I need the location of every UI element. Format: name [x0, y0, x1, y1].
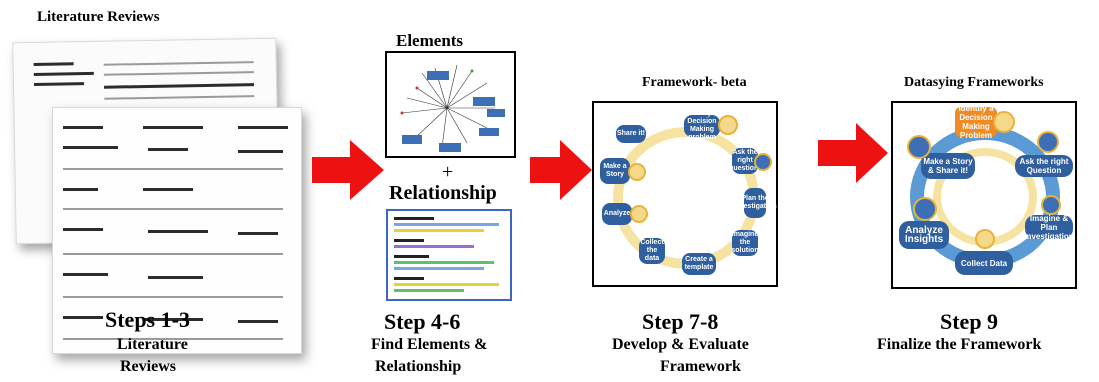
final-node-plan-icon — [1041, 195, 1061, 215]
final-node-ask: Ask the right Question — [1015, 155, 1073, 177]
final-node-identify: Identify a Decision Making Problem — [955, 104, 997, 140]
final-node-imagine: Imagine & Plan Investigation — [1024, 213, 1074, 241]
final-framework-diagram: Identify a Decision Making Problem Ask t… — [891, 101, 1077, 289]
step-7-8-desc-line2: Framework — [660, 358, 741, 375]
elements-header: Elements — [396, 31, 464, 50]
final-node-collect-icon — [975, 229, 995, 249]
fw-node-story-icon — [628, 163, 646, 181]
relationship-header: Relationship — [389, 182, 497, 204]
fw-node-imagine: Imagine the solution — [731, 230, 759, 256]
step-4-6-desc-line2: Relationship — [375, 358, 462, 375]
step-4-6-label: Step 4-6 — [384, 309, 461, 334]
arrow-1 — [312, 140, 384, 200]
fw-node-plan: Plan the Investigation — [733, 188, 777, 218]
relationship-text-image — [386, 209, 512, 301]
step-1-3-label: Steps 1-3 — [105, 307, 190, 332]
fw-node-share: Share it! — [616, 125, 646, 143]
fw-node-ask: Ask the right Questions — [727, 148, 763, 174]
final-node-identify-icon — [993, 111, 1015, 133]
fw-node-identify-icon — [718, 115, 738, 135]
final-framework-header: Datasying Frameworks — [904, 75, 1044, 90]
elements-tree-image — [385, 51, 516, 158]
final-node-story: Make a Story & Share it! — [921, 153, 975, 179]
fw-node-collect: Collect the data — [639, 238, 665, 264]
plus-sign: + — [442, 161, 454, 183]
fw-node-analyze-icon — [630, 205, 648, 223]
step-7-8-desc-line1: Develop & Evaluate — [612, 336, 749, 353]
step-7-8-label: Step 7-8 — [642, 309, 719, 334]
arrow-2 — [530, 140, 592, 200]
final-node-collect: Collect Data — [955, 251, 1013, 275]
final-node-story-icon — [907, 135, 931, 159]
framework-beta-diagram: Identify a Decision Making problem Ask t… — [592, 101, 778, 287]
final-node-analyze-icon — [913, 197, 937, 221]
step-9-desc-line1: Finalize the Framework — [877, 336, 1042, 353]
fw-node-story: Make a Story — [600, 158, 630, 184]
framework-beta-header: Framework- beta — [642, 75, 747, 90]
final-node-analyze: Analyze Insights — [899, 221, 949, 249]
fw-node-analyze: Analyze — [602, 203, 632, 225]
step-9-label: Step 9 — [940, 309, 999, 334]
elements-tree-drawing — [400, 64, 505, 152]
step-1-3-desc-line2: Reviews — [120, 358, 176, 375]
fw-node-template: Create a template — [682, 253, 716, 275]
step-4-6-desc-line1: Find Elements & — [371, 336, 488, 353]
literature-reviews-header: Literature Reviews — [37, 9, 160, 25]
final-node-ask-icon — [1037, 131, 1059, 153]
arrow-3 — [818, 123, 888, 183]
fw-node-identify: Identify a Decision Making problem — [684, 110, 720, 141]
fw-node-ask-icon — [754, 153, 772, 171]
step-1-3-desc-line1: Literature — [117, 336, 188, 353]
